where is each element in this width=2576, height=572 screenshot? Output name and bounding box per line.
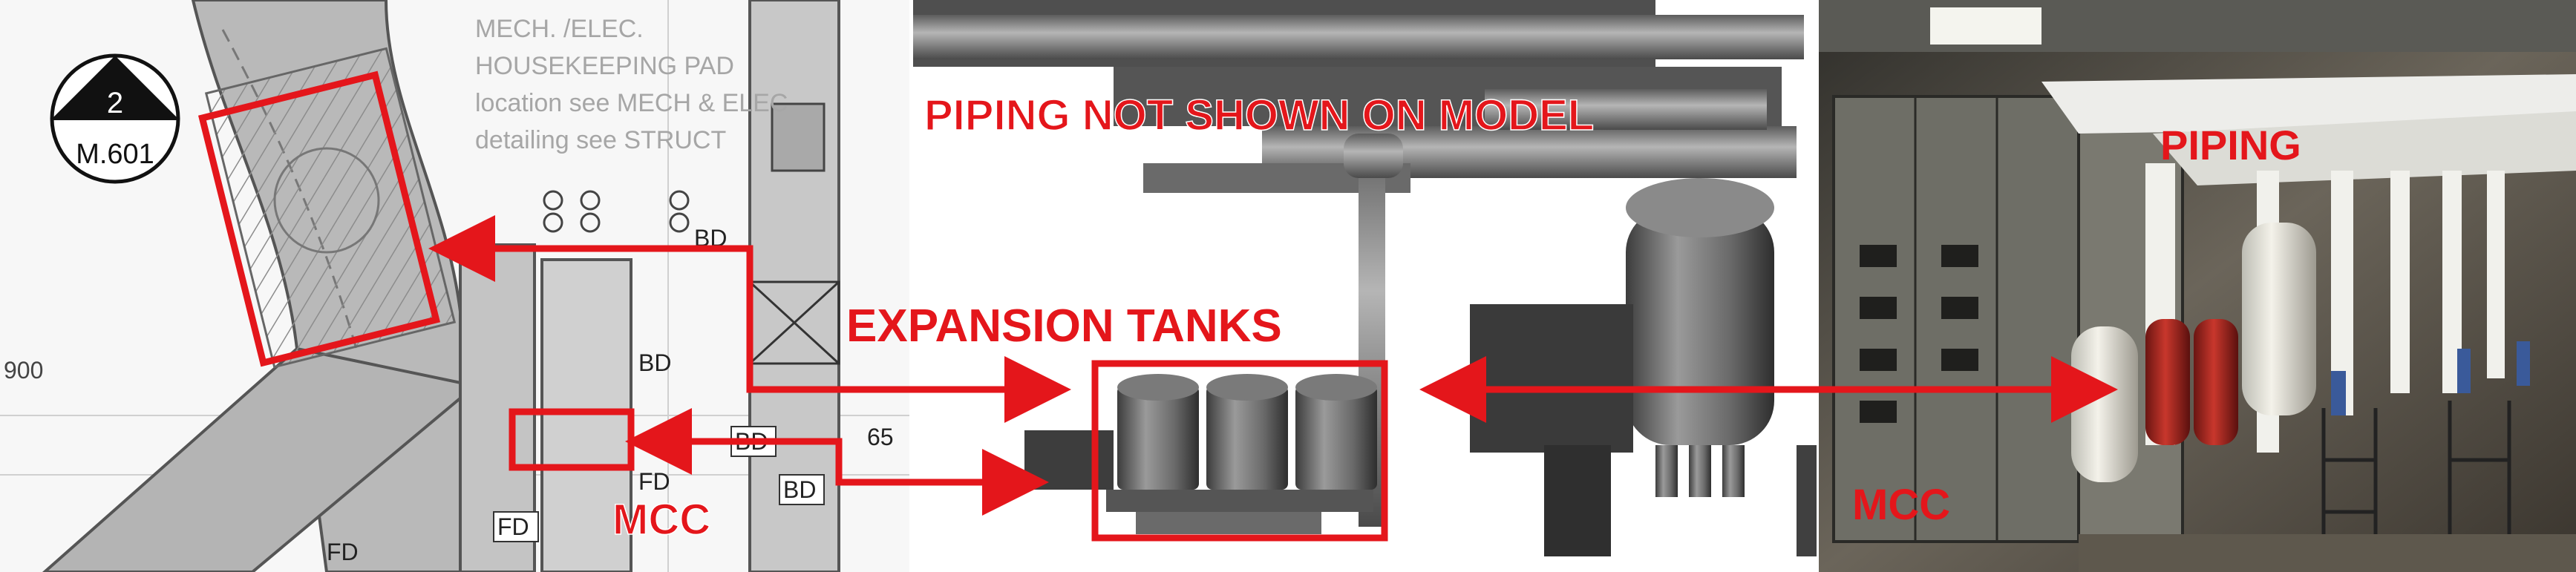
plan-bd-label-2: BD xyxy=(638,349,671,376)
plan-drawing-panel: 2 M.601 MECH. /ELEC. HOUSEKEEPING PAD lo… xyxy=(0,0,912,572)
plan-note-line-2: HOUSEKEEPING PAD xyxy=(475,52,734,80)
plan-note-line-1: MECH. /ELEC. xyxy=(475,15,644,43)
plan-dimension-label: 900 xyxy=(4,357,43,384)
section-marker: 2 M.601 xyxy=(50,53,180,184)
photo-red-tanks xyxy=(2145,319,2190,445)
photo-ceiling-light xyxy=(1930,7,2041,45)
model-panel xyxy=(912,0,1820,572)
plan-fd-label-3: FD xyxy=(327,539,359,565)
label-mcc-photo: MCC xyxy=(1852,481,1950,529)
photo-panel xyxy=(1819,0,2576,572)
plan-highlight-equipment xyxy=(197,70,441,367)
plan-fd-label-1: FD xyxy=(638,468,670,495)
section-marker-number: 2 xyxy=(107,87,123,119)
plan-grid-number: 65 xyxy=(867,424,894,450)
plan-note-line-4: detailing see STRUCT xyxy=(475,126,726,154)
model-highlight-tanks xyxy=(1091,360,1388,542)
label-mcc-plan: MCC xyxy=(612,496,710,544)
label-piping-photo: PIPING xyxy=(2160,122,2301,168)
connection-arrows xyxy=(428,215,2118,516)
section-marker-sheet: M.601 xyxy=(76,139,154,170)
plan-hatched-equipment xyxy=(204,47,457,369)
label-expansion-tanks: EXPANSION TANKS xyxy=(846,300,1282,352)
model-expansion-tanks xyxy=(1117,374,1377,490)
plan-duct-diagonal xyxy=(42,346,479,572)
plan-note-line-3: location see MECH & ELEC xyxy=(475,89,788,117)
plan-bd-label-4: BD xyxy=(783,476,816,503)
photo-white-tank xyxy=(2071,326,2138,482)
plan-fd-label-2: FD xyxy=(497,513,529,540)
model-large-vessel xyxy=(1626,208,1774,445)
label-piping-not-shown: PIPING NOT SHOWN ON MODEL xyxy=(924,91,1594,139)
